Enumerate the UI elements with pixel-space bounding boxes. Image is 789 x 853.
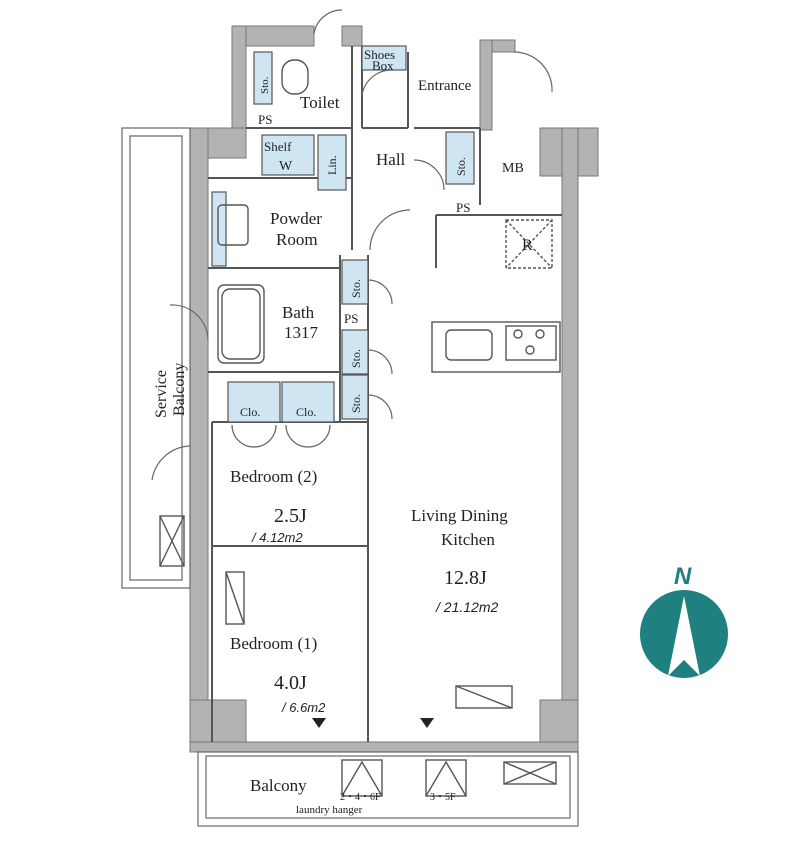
service-balcony-outline <box>121 127 191 589</box>
sto-label-hall: Sto. <box>454 157 468 176</box>
service-balcony-label-2: Balcony <box>171 363 188 416</box>
ldk-area: / 21.12m2 <box>435 599 498 615</box>
linen-label: Lin. <box>325 155 339 175</box>
shoes-box <box>361 45 407 71</box>
fixtures <box>159 59 561 797</box>
ldk-label-1: Living Dining <box>411 506 508 525</box>
bedroom1-label: Bedroom (1) <box>230 634 317 653</box>
toilet-label: Toilet <box>300 93 340 112</box>
storage-units <box>211 45 475 423</box>
ldk-size: 12.8J <box>444 567 487 589</box>
sto-label-2: Sto. <box>349 279 363 298</box>
hanger-floors-1: 2・4・6F <box>340 792 381 803</box>
linen-closet <box>317 134 347 191</box>
north-label: N <box>674 563 692 590</box>
bath-label: Bath <box>282 303 315 322</box>
hanger-floors-2: 3・5F <box>430 792 456 803</box>
ps-label-3: PS <box>344 311 358 326</box>
closet-right <box>281 381 335 423</box>
balcony-label: Balcony <box>250 776 307 795</box>
stove <box>505 325 557 361</box>
window-marker-1 <box>312 718 326 728</box>
bath-size-label: 1317 <box>284 323 319 342</box>
toilet-storage <box>253 51 273 105</box>
powder-room-label-1: Powder <box>270 209 322 228</box>
powder-vanity <box>211 191 227 267</box>
clo-label-2: Clo. <box>296 405 316 419</box>
laundry-hanger-label: laundry hanger <box>296 804 363 816</box>
ps-label-2: PS <box>456 200 470 215</box>
hall-storage-2 <box>341 259 369 305</box>
sto-label-3: Sto. <box>349 349 363 368</box>
closet-left <box>227 381 281 423</box>
sto-label-4: Sto. <box>349 394 363 413</box>
ps-label-1: PS <box>258 112 272 127</box>
ldk-label-2: Kitchen <box>441 530 495 549</box>
hall-storage-3 <box>341 329 369 375</box>
kitchen-counter <box>431 321 561 373</box>
bedroom2-area: / 4.12m2 <box>251 530 303 545</box>
bedroom2-size: 2.5J <box>274 505 307 527</box>
window-marker-2 <box>420 718 434 728</box>
shoes-box-label-1: Shoes <box>364 47 395 62</box>
door-swings <box>151 9 553 481</box>
powder-sink <box>217 204 249 246</box>
powder-room-label-2: Room <box>276 230 318 249</box>
hall-storage <box>445 131 475 185</box>
balcony-outline <box>197 751 579 827</box>
w-label: W <box>279 159 293 174</box>
service-balcony-label-1: Service <box>153 370 170 418</box>
bedroom1-area: / 6.6m2 <box>281 700 326 715</box>
sto-label-toilet: Sto. <box>259 76 271 94</box>
walls <box>189 25 599 753</box>
kitchen-sink <box>445 329 493 361</box>
bedroom2-label: Bedroom (2) <box>230 467 317 486</box>
shelf-w <box>261 134 315 176</box>
refrigerator-label: R <box>522 237 533 254</box>
entrance-label: Entrance <box>418 78 472 94</box>
toilet-fixture <box>281 59 309 95</box>
bedroom1-size: 4.0J <box>274 672 307 694</box>
refrigerator <box>505 219 553 269</box>
north-compass: N <box>640 563 728 678</box>
shelf-label: Shelf <box>264 139 292 154</box>
mb-label: MB <box>502 161 524 176</box>
shoes-box-label-2: Box <box>372 58 394 73</box>
bathtub <box>217 284 265 364</box>
compass-needle-icon <box>668 596 700 676</box>
hall-storage-4 <box>341 374 369 420</box>
clo-label-1: Clo. <box>240 405 260 419</box>
hall-label: Hall <box>376 150 406 169</box>
